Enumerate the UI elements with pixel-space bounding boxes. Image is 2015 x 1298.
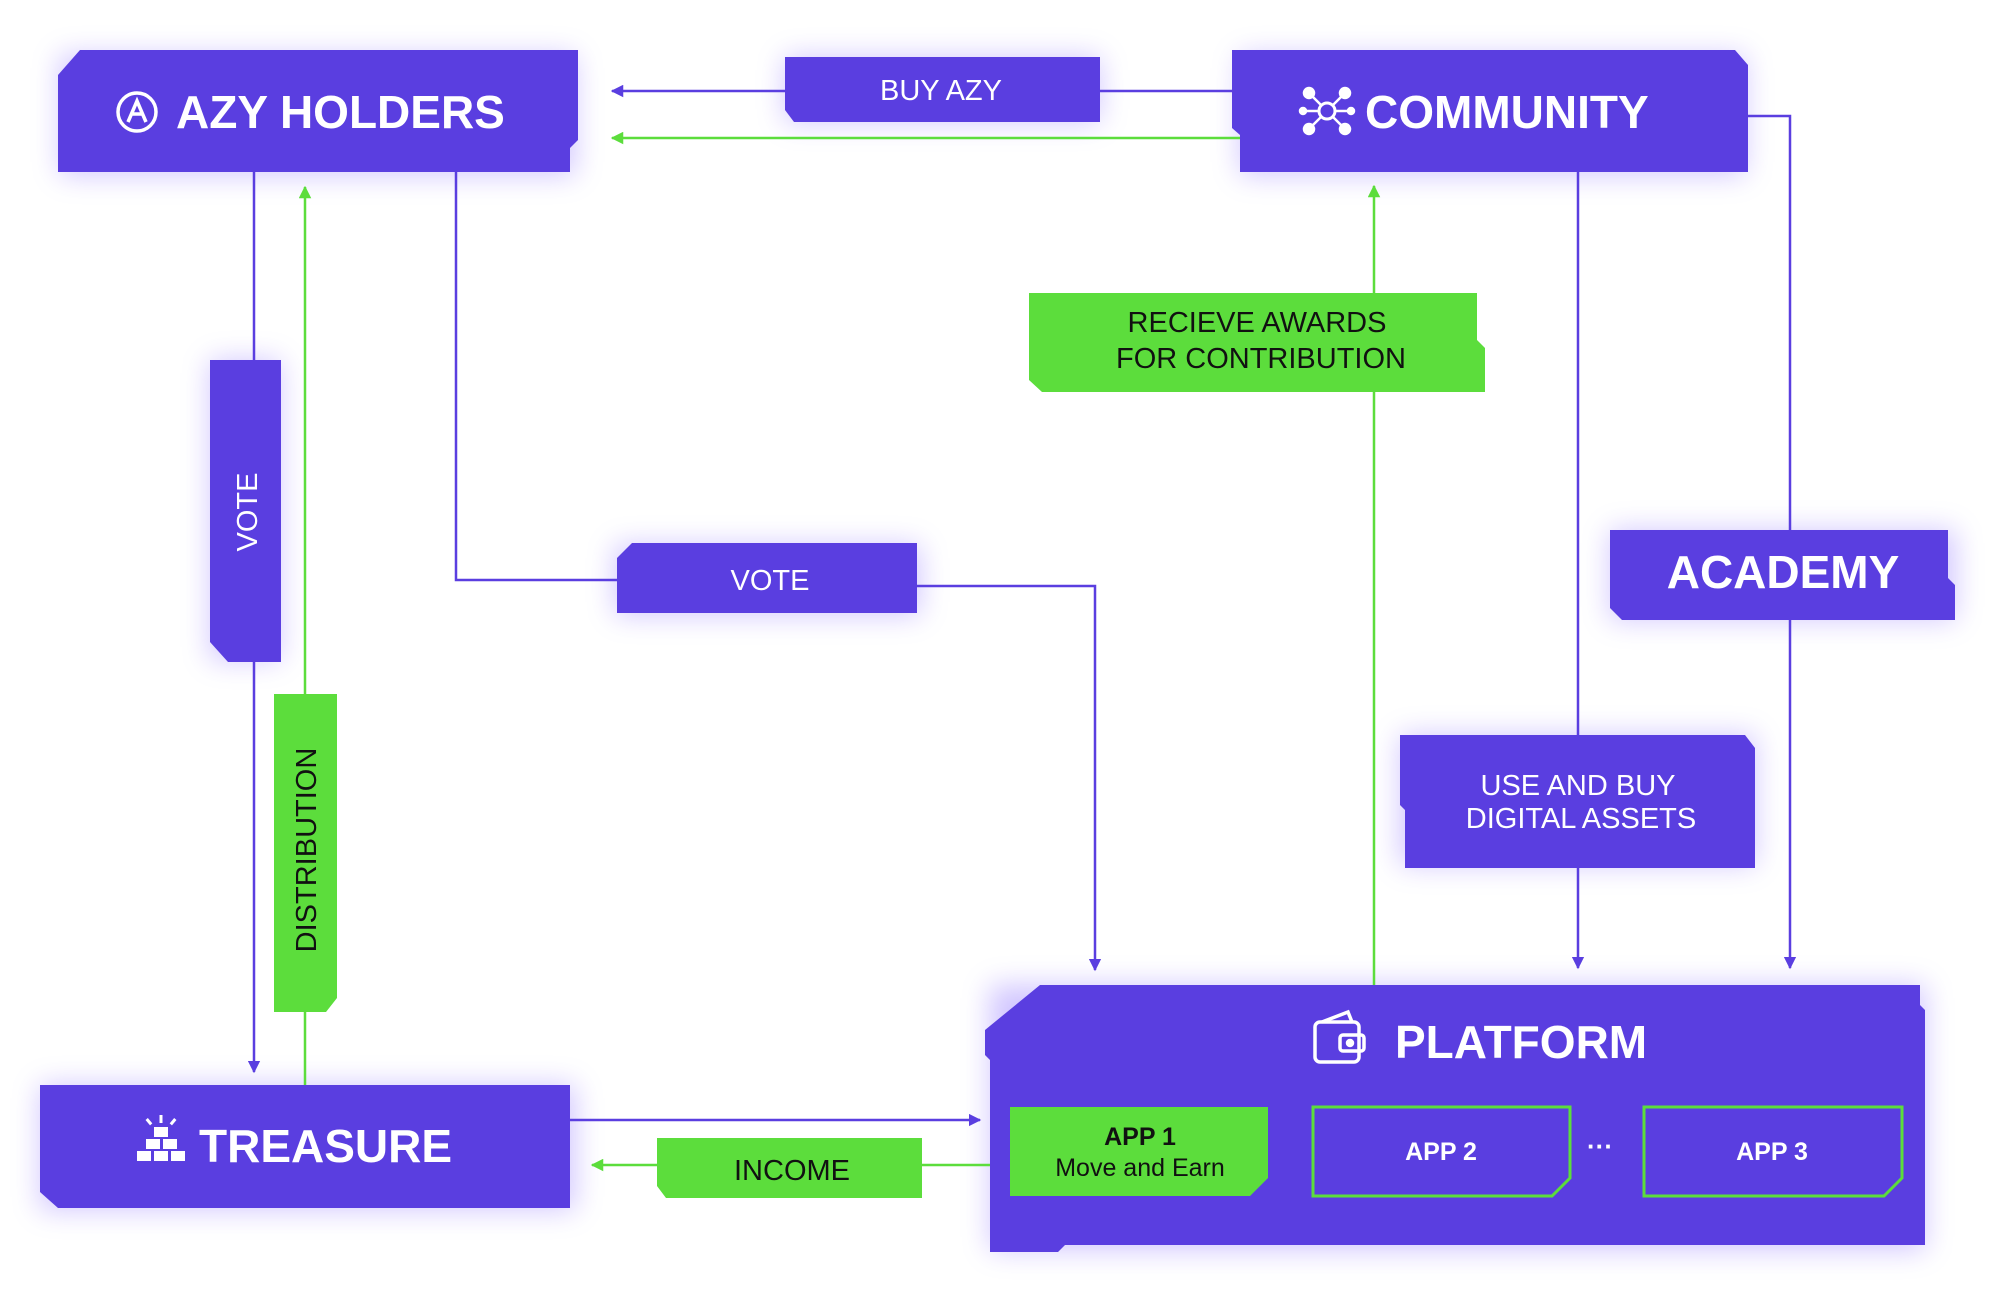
vote-vertical-tag: VOTE bbox=[210, 360, 281, 662]
app1-subtitle: Move and Earn bbox=[1055, 1154, 1225, 1182]
academy-label: ACADEMY bbox=[1667, 546, 1900, 598]
community-label: COMMUNITY bbox=[1365, 86, 1649, 138]
buy-azy-tag: BUY AZY bbox=[785, 57, 1100, 122]
treasure-label: TREASURE bbox=[199, 1120, 452, 1172]
vote-to-platform-line bbox=[917, 584, 1102, 972]
distribution-tag: DISTRIBUTION bbox=[274, 694, 337, 1012]
community-node[interactable]: COMMUNITY bbox=[1232, 50, 1748, 172]
platform-label: PLATFORM bbox=[1395, 1016, 1647, 1068]
wallet-icon bbox=[1313, 1009, 1366, 1064]
academy-node[interactable]: ACADEMY bbox=[1610, 530, 1955, 620]
azy-holders-label: AZY HOLDERS bbox=[176, 86, 505, 138]
app3-label: APP 3 bbox=[1736, 1138, 1808, 1166]
app2-label: APP 2 bbox=[1405, 1138, 1477, 1166]
platform-node[interactable]: PLATFORM APP 1 Move and Earn APP 2 ··· A… bbox=[985, 985, 1925, 1252]
income-label: INCOME bbox=[734, 1155, 850, 1187]
network-people-icon bbox=[1298, 86, 1356, 136]
gold-bars-icon bbox=[137, 1115, 185, 1161]
treasure-node[interactable]: TREASURE bbox=[40, 1085, 570, 1208]
holders-vote-platform-line bbox=[454, 172, 617, 582]
app3-card[interactable]: APP 3 bbox=[1642, 1105, 1904, 1198]
distribution-label: DISTRIBUTION bbox=[291, 748, 323, 953]
recieve-awards-line2: FOR CONTRIBUTION bbox=[1116, 343, 1406, 375]
app1-card[interactable]: APP 1 Move and Earn bbox=[1010, 1107, 1268, 1196]
income-tag: INCOME bbox=[657, 1138, 922, 1198]
recieve-awards-tag: RECIEVE AWARDS FOR CONTRIBUTION bbox=[1029, 293, 1485, 392]
vote-horizontal-tag: VOTE bbox=[617, 543, 917, 613]
use-buy-line2: DIGITAL ASSETS bbox=[1466, 803, 1696, 835]
azy-coin-icon bbox=[116, 91, 158, 133]
use-buy-tag: USE AND BUY DIGITAL ASSETS bbox=[1400, 735, 1755, 868]
buy-azy-label: BUY AZY bbox=[880, 75, 1002, 107]
app1-title: APP 1 bbox=[1104, 1123, 1176, 1151]
vote-vertical-label: VOTE bbox=[232, 473, 264, 552]
community-academy-line bbox=[1748, 114, 1797, 970]
azy-holders-node[interactable]: AZY HOLDERS bbox=[58, 50, 578, 172]
use-buy-line1: USE AND BUY bbox=[1481, 770, 1676, 802]
more-apps-ellipsis: ··· bbox=[1587, 1131, 1613, 1161]
app2-card[interactable]: APP 2 bbox=[1311, 1105, 1572, 1198]
vote-horizontal-label: VOTE bbox=[731, 565, 810, 597]
recieve-awards-line1: RECIEVE AWARDS bbox=[1128, 307, 1387, 339]
